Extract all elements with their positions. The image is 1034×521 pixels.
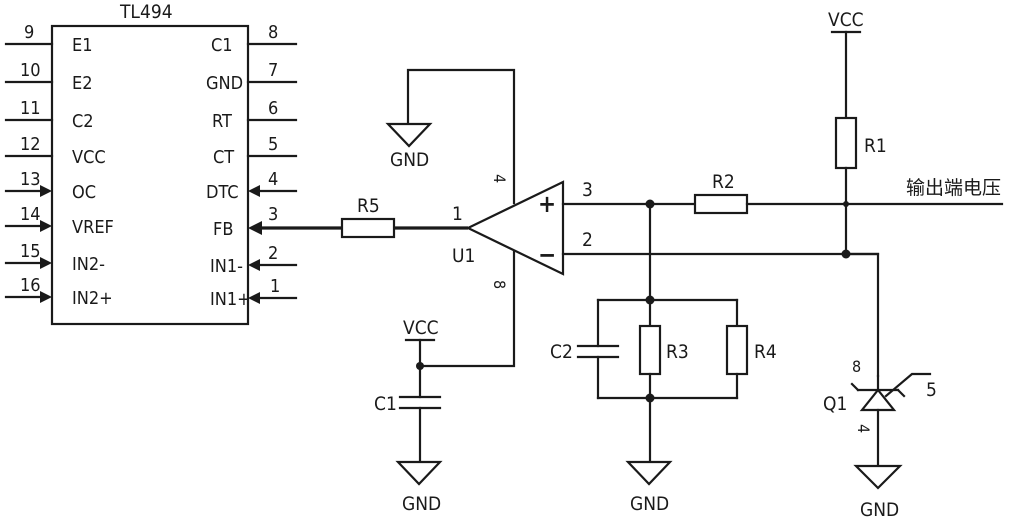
svg-text:C1: C1 [211,35,233,56]
r4-label: R4 [754,341,777,363]
gnd-symbol-c1 [395,460,443,486]
svg-text:15: 15 [20,241,41,262]
r1-label: R1 [864,135,887,157]
svg-text:8: 8 [268,22,278,43]
svg-text:GND: GND [860,499,899,521]
resistor-r2 [693,193,749,215]
ic-body [50,24,250,326]
svg-text:VCC: VCC [72,147,106,168]
svg-text:RT: RT [212,111,232,132]
ic-pin-9: 9 E1 [4,22,93,56]
svg-text:11: 11 [20,98,41,119]
ic-pin-15: 15 IN2- [4,241,105,275]
svg-text:E1: E1 [72,35,93,56]
ic-pin-11: 11 C2 [4,98,94,132]
fb-net: R5 1 [262,195,468,239]
gnd-symbol-q1 [853,464,903,490]
ic-pin-5: 5 CT [213,134,298,168]
vcc-top-label: VCC [828,9,864,31]
gnd-symbol-opamp: GND [385,122,433,171]
opamp-u1: + − U1 4 8 [406,68,565,368]
svg-text:DTC: DTC [206,182,239,203]
svg-text:4: 4 [268,169,278,190]
svg-text:GND: GND [206,73,243,94]
r3-label: R3 [666,341,689,363]
ic-pin-1: 1 IN1+ [210,276,298,310]
r5-label: R5 [357,195,380,217]
r2-label: R2 [712,171,735,193]
svg-text:12: 12 [20,134,41,155]
svg-text:6: 6 [268,98,278,119]
ic-name: TL494 [119,1,173,23]
parallel-network: C2 R3 R4 GND [550,202,777,515]
opamp-body [465,180,565,276]
svg-text:2: 2 [268,243,278,264]
ic-pin-2: 2 IN1- [210,243,298,277]
svg-text:5: 5 [268,134,278,155]
c1-net: VCC C1 GND [374,317,443,515]
svg-text:IN1-: IN1- [210,256,243,277]
opamp-power-pin: 4 [490,174,509,183]
svg-text:C2: C2 [72,111,94,132]
resistor-r4 [725,324,749,376]
svg-text:1: 1 [270,276,280,297]
q1-label: Q1 [823,393,847,415]
ic-pin-10: 10 E2 [4,60,93,94]
resistor-r3 [638,324,662,376]
resistor-r1 [834,116,858,170]
inv-net: 2 [561,229,880,378]
svg-text:13: 13 [20,169,41,190]
opamp-output-pin: 1 [452,203,463,225]
q1-pin-top: 8 [852,357,861,376]
svg-text:FB: FB [213,219,233,240]
c2-label: C2 [550,341,573,363]
svg-text:VREF: VREF [72,217,114,238]
opamp-noninv-pin: 3 [582,179,593,201]
r1-net: VCC R1 [828,9,887,256]
svg-text:GND: GND [630,493,669,515]
opamp-plus-sign: + [538,190,556,218]
resistor-r5 [340,217,396,239]
ic-pin-3: 3 FB [213,204,278,240]
output-voltage-label: 输出端电压 [906,177,1001,199]
svg-text:14: 14 [20,204,41,225]
ic-pin-13: 13 OC [4,169,96,203]
ic-pin-16: 16 IN2+ [4,275,113,309]
opamp-gnd-pin: 8 [490,280,509,289]
svg-text:16: 16 [20,275,41,296]
gnd-symbol-mid [625,460,673,486]
q1-regulator: Q1 8 4 5 GND [823,357,937,521]
vcc-c1-label: VCC [403,317,439,339]
q1-pin-bottom: 4 [854,424,873,433]
ic-pin-6: 6 RT [212,98,298,132]
ic-pin-7: 7 GND [206,60,298,94]
svg-text:10: 10 [20,60,41,81]
svg-text:GND: GND [390,149,429,171]
svg-text:CT: CT [213,147,234,168]
ic-left-pins: 9 E1 10 E2 11 C2 12 VCC 13 OC 14 VR [4,22,114,309]
noninv-net: 3 R2 输出端电压 [561,171,1004,215]
ic-pin-4: 4 DTC [206,169,298,203]
svg-text:IN1+: IN1+ [210,289,251,310]
ic-pin-12: 12 VCC [4,134,106,168]
ic-pin-8: 8 C1 [211,22,298,56]
ic-right-pins: 8 C1 7 GND 6 RT 5 CT 4 DTC 3 FB [206,22,298,310]
svg-text:IN2-: IN2- [72,254,105,275]
c1-label: C1 [374,393,397,415]
svg-text:7: 7 [268,60,278,81]
svg-text:GND: GND [402,493,441,515]
tl494-ic: TL494 [50,1,250,326]
opamp-ref: U1 [452,245,475,267]
svg-text:9: 9 [24,22,34,43]
q1-pin-ref: 5 [926,379,937,401]
opamp-inv-pin: 2 [582,229,593,251]
opamp-minus-sign: − [538,241,556,269]
svg-text:E2: E2 [72,73,93,94]
svg-text:IN2+: IN2+ [72,288,113,309]
svg-text:OC: OC [72,182,96,203]
svg-text:3: 3 [268,204,278,225]
ic-pin-14: 14 VREF [4,204,114,238]
